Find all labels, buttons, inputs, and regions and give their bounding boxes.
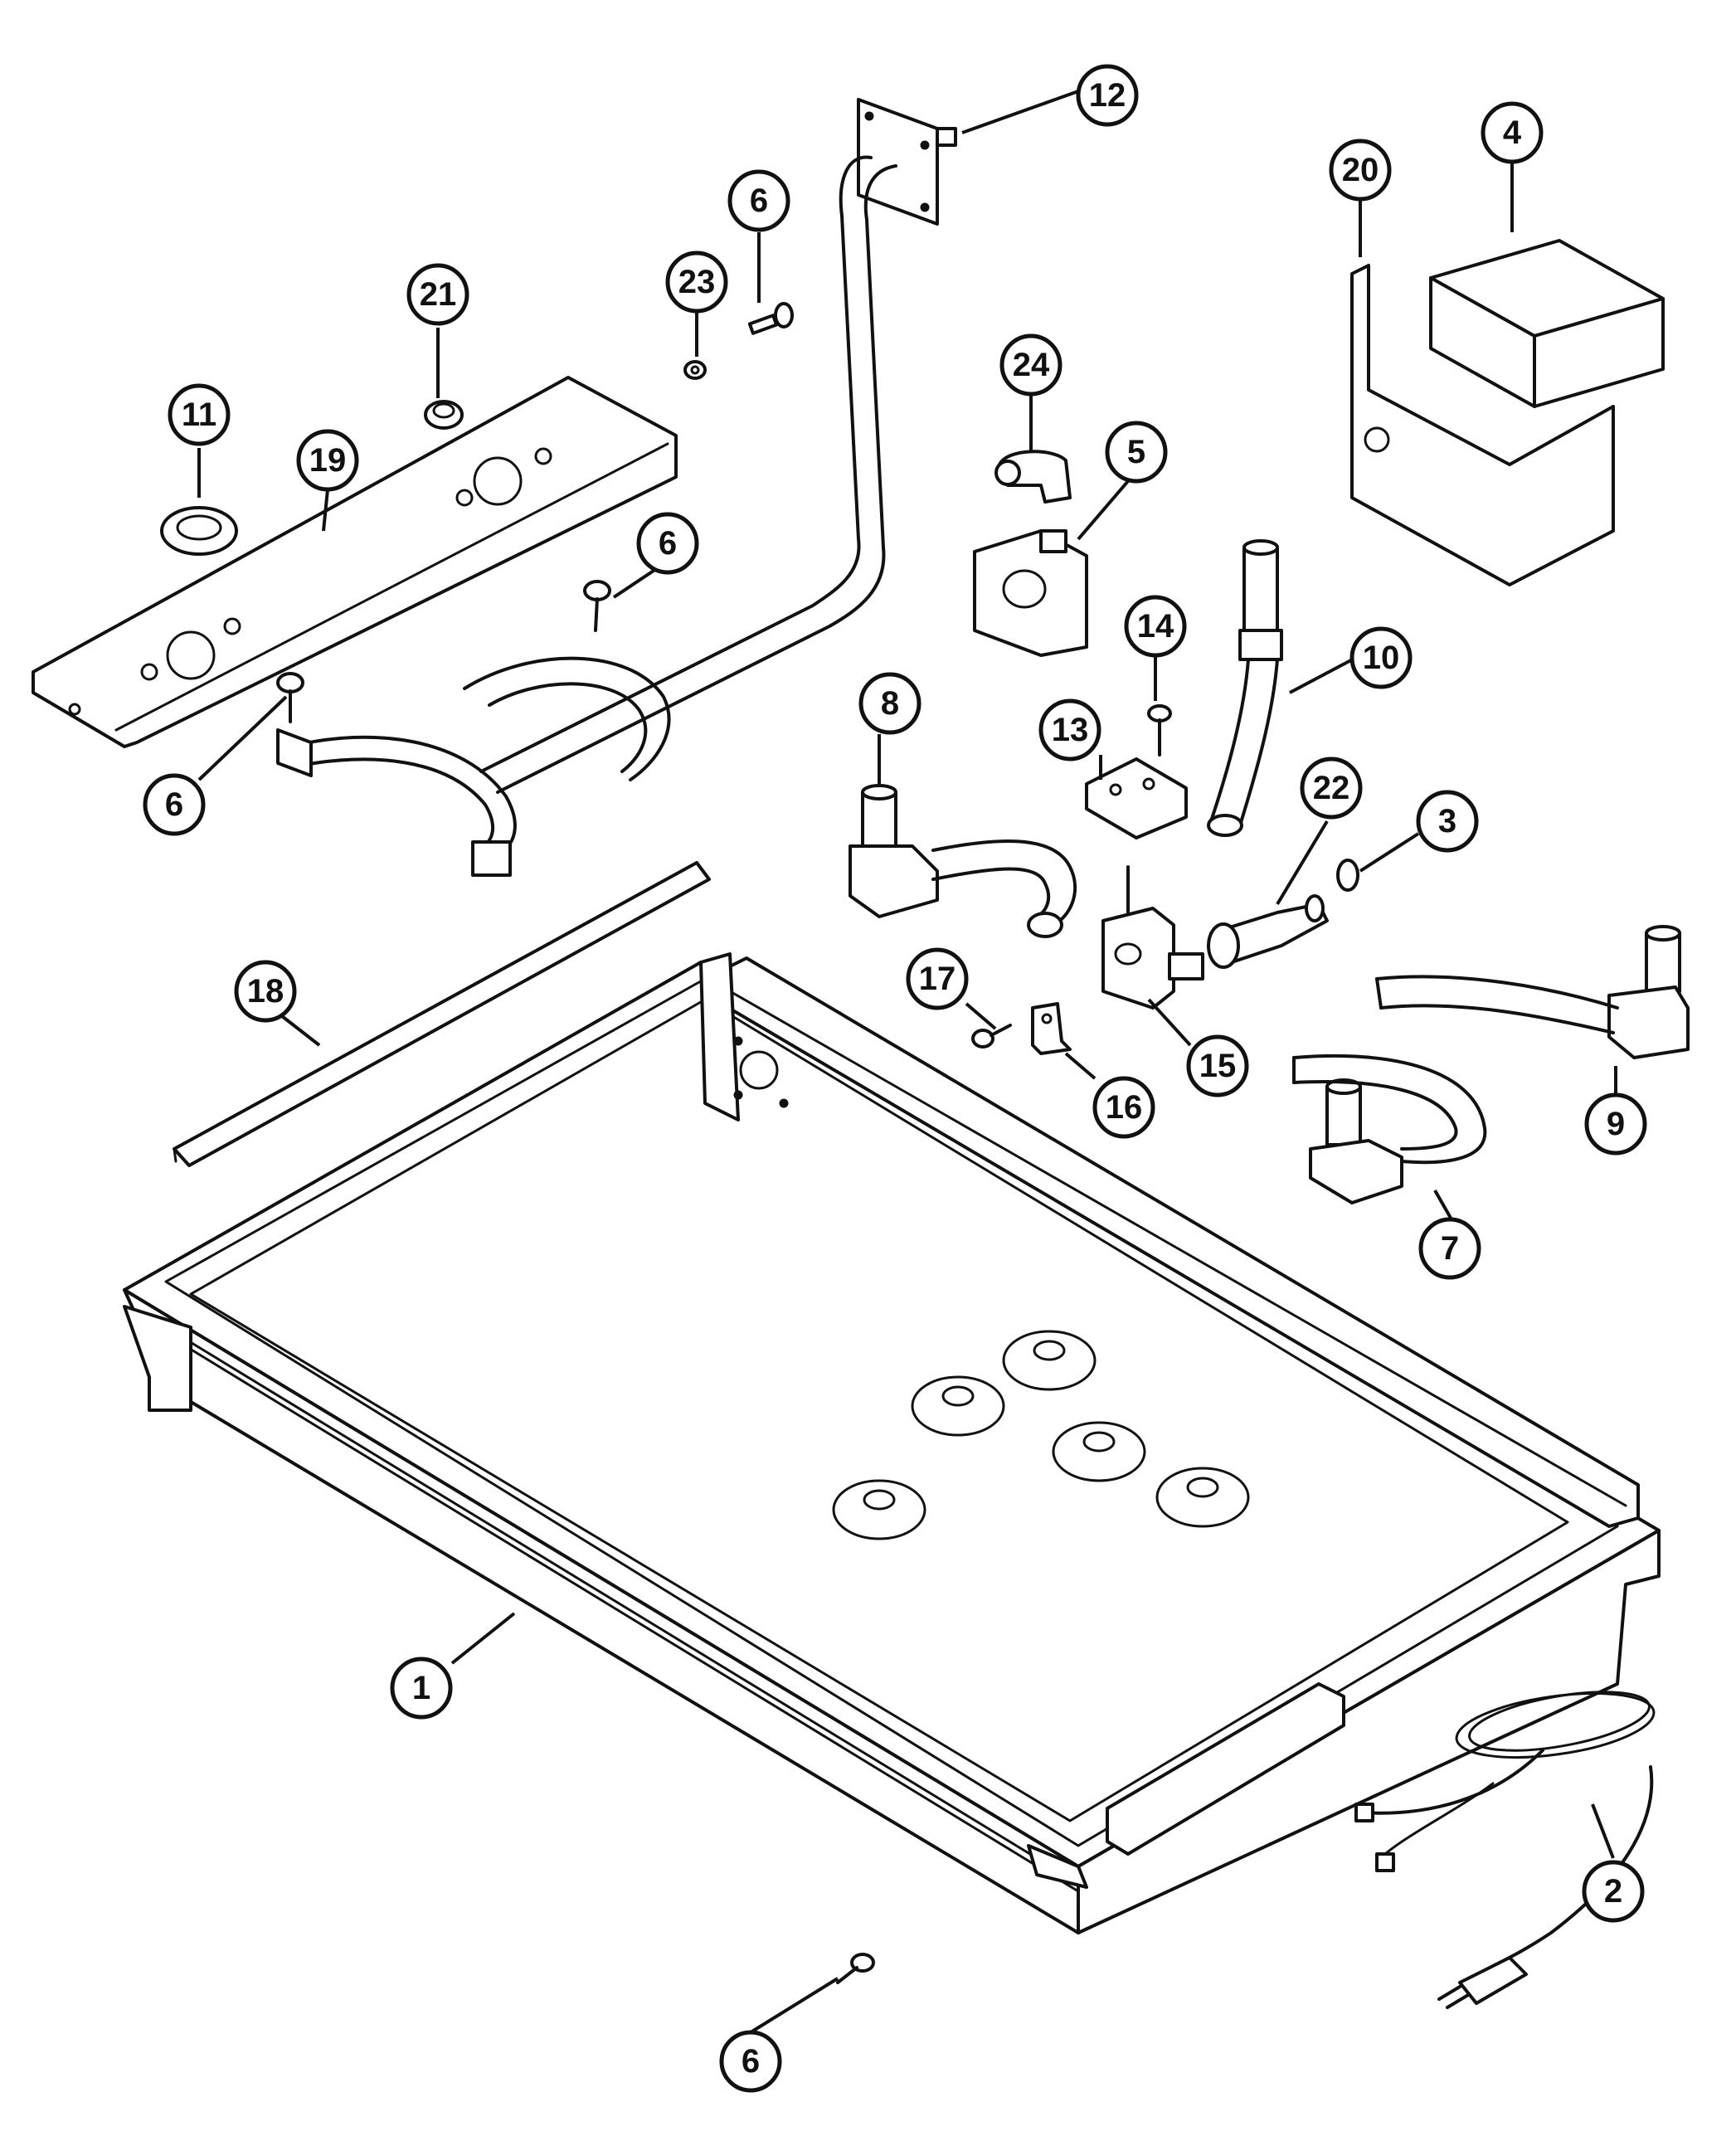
svg-text:19: 19 — [309, 442, 347, 479]
callout-1: 1 — [390, 1657, 453, 1720]
svg-text:18: 18 — [247, 973, 284, 1010]
svg-text:6: 6 — [659, 525, 677, 562]
grommet-part-21 — [424, 400, 464, 430]
svg-text:22: 22 — [1313, 770, 1350, 806]
svg-text:6: 6 — [750, 182, 768, 219]
callout-22: 22 — [1300, 757, 1363, 820]
svg-text:5: 5 — [1127, 434, 1145, 470]
callout-6-top: 6 — [727, 169, 790, 232]
svg-text:15: 15 — [1199, 1048, 1237, 1084]
fitting-part-7 — [1292, 1053, 1487, 1204]
svg-text:1: 1 — [412, 1670, 430, 1706]
svg-text:2: 2 — [1604, 1873, 1622, 1910]
manifold-bracket-part-19 — [32, 376, 678, 748]
trim-strip-part-18 — [173, 861, 711, 1167]
callout-6-bottom: 6 — [719, 2030, 782, 2093]
callout-5: 5 — [1105, 421, 1168, 484]
svg-text:24: 24 — [1013, 347, 1050, 383]
power-cord-part-2 — [1354, 1691, 1656, 2009]
burner-rings — [832, 1330, 1250, 1540]
callout-15: 15 — [1186, 1034, 1249, 1097]
svg-text:13: 13 — [1052, 712, 1089, 748]
elbow-part-24 — [994, 450, 1072, 504]
callout-17: 17 — [906, 947, 969, 1010]
tube-part-10 — [1207, 539, 1283, 837]
callout-16: 16 — [1092, 1076, 1155, 1139]
svg-text:6: 6 — [742, 2043, 760, 2080]
box-part-4 — [1429, 239, 1665, 408]
callout-13: 13 — [1038, 698, 1101, 762]
svg-text:12: 12 — [1089, 77, 1126, 114]
cooktop-top-part-1 — [123, 952, 1661, 1934]
screw-part-17 — [971, 1024, 1012, 1049]
screw-part-6-right — [583, 580, 611, 632]
callout-8: 8 — [858, 672, 921, 735]
callout-14: 14 — [1124, 595, 1187, 658]
callout-18: 18 — [234, 960, 297, 1023]
svg-text:14: 14 — [1137, 608, 1174, 645]
callout-11: 11 — [168, 383, 231, 446]
svg-text:20: 20 — [1342, 152, 1379, 188]
svg-text:3: 3 — [1438, 803, 1456, 839]
callout-20: 20 — [1329, 139, 1392, 202]
screw-part-6-bottom — [836, 1953, 875, 1984]
callout-3: 3 — [1416, 790, 1479, 853]
svg-text:4: 4 — [1503, 114, 1522, 151]
callout-4: 4 — [1481, 101, 1544, 164]
fitting-part-22 — [1207, 894, 1329, 969]
svg-text:11: 11 — [182, 397, 216, 433]
leader-lines — [197, 90, 1617, 2034]
callout-2: 2 — [1582, 1860, 1645, 1923]
bracket-part-20 — [1350, 264, 1615, 586]
manifold-pipe-part-12 — [276, 98, 957, 877]
callout-21: 21 — [406, 263, 469, 326]
callout-7: 7 — [1418, 1217, 1481, 1280]
clip-part-16 — [1031, 1002, 1072, 1055]
valve-part-15 — [1101, 865, 1204, 1010]
svg-text:6: 6 — [165, 786, 183, 823]
svg-text:7: 7 — [1441, 1230, 1459, 1267]
svg-text:10: 10 — [1363, 640, 1400, 676]
callout-6-left: 6 — [143, 773, 206, 836]
callout-23: 23 — [665, 251, 728, 314]
svg-text:16: 16 — [1106, 1089, 1143, 1126]
svg-text:17: 17 — [919, 961, 956, 997]
o-ring-part-3 — [1336, 859, 1359, 892]
fitting-part-9 — [1375, 925, 1690, 1059]
callout-10: 10 — [1349, 626, 1413, 689]
screw-part-6-left — [276, 672, 304, 723]
nut-part-23 — [683, 360, 707, 380]
screw-part-6-top — [747, 302, 794, 335]
callout-19: 19 — [296, 429, 359, 492]
regulator-part-5 — [973, 529, 1088, 657]
svg-text:23: 23 — [678, 264, 716, 300]
callout-12: 12 — [1076, 64, 1139, 127]
fitting-part-8 — [849, 784, 1077, 938]
callout-6-right: 6 — [636, 512, 699, 575]
svg-text:21: 21 — [420, 276, 457, 313]
grommet-part-11 — [160, 506, 238, 556]
callout-24: 24 — [999, 333, 1063, 397]
callout-9: 9 — [1584, 1092, 1647, 1156]
screw-part-14 — [1147, 704, 1172, 757]
svg-text:8: 8 — [881, 685, 899, 722]
block-part-13 — [1085, 757, 1188, 839]
svg-text:9: 9 — [1607, 1106, 1625, 1142]
